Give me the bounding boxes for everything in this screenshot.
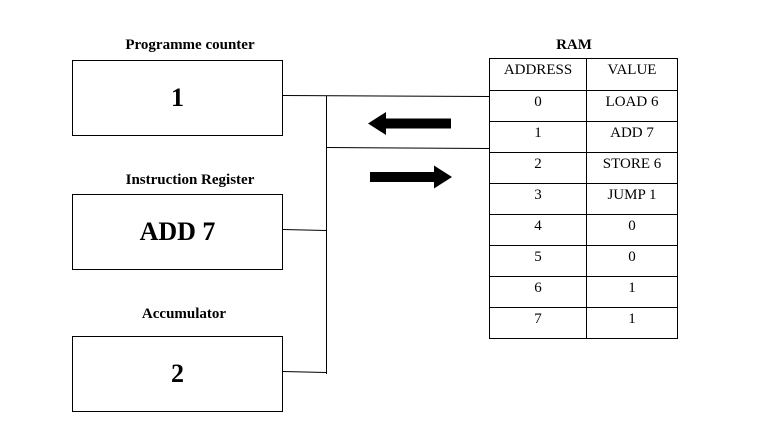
ram-address-cell: 3 — [489, 183, 587, 215]
value-column-header: VALUE — [586, 58, 678, 91]
accumulator-title: Accumulator — [141, 306, 227, 322]
programme-counter-box: 1 — [72, 60, 283, 136]
ram-address-cell: 1 — [489, 121, 587, 153]
accumulator-box: 2 — [72, 336, 283, 412]
programme-counter-title: Programme counter — [125, 37, 255, 53]
ram-row: 1 ADD 7 — [489, 121, 678, 153]
ram-row: 0 LOAD 6 — [489, 90, 678, 122]
left-arrow-icon — [368, 112, 451, 135]
instruction-register-value: ADD 7 — [139, 217, 216, 246]
ram-value-cell: 1 — [586, 276, 678, 308]
ram-value-cell: ADD 7 — [586, 121, 678, 153]
ram-title: RAM — [556, 37, 592, 53]
ram-address-cell: 4 — [489, 214, 587, 246]
ram-row: 3 JUMP 1 — [489, 183, 678, 215]
ram-address-cell: 2 — [489, 152, 587, 184]
ram-value-cell: 0 — [586, 214, 678, 246]
ram-row: 2 STORE 6 — [489, 152, 678, 184]
ir-to-bus-line — [282, 229, 327, 231]
accumulator-value: 2 — [171, 359, 184, 388]
ram-value-cell: LOAD 6 — [586, 90, 678, 122]
instruction-register-title: Instruction Register — [125, 172, 255, 188]
ram-row: 7 1 — [489, 307, 678, 339]
ram-value-cell: 1 — [586, 307, 678, 339]
ram-row: 6 1 — [489, 276, 678, 308]
pc-to-ram-line — [282, 95, 490, 97]
ram-row: 4 0 — [489, 214, 678, 246]
address-column-header: ADDRESS — [489, 58, 587, 91]
instruction-register-box: ADD 7 — [72, 194, 283, 270]
right-arrow-icon — [370, 165, 452, 189]
ram-address-cell: 6 — [489, 276, 587, 308]
ram-header-row: ADDRESS VALUE — [489, 58, 678, 91]
programme-counter-value: 1 — [171, 83, 184, 112]
acc-to-bus-line — [282, 371, 327, 373]
ram-address-cell: 0 — [489, 90, 587, 122]
ram-address-cell: 7 — [489, 307, 587, 339]
ram-value-cell: STORE 6 — [586, 152, 678, 184]
ram-value-cell: 0 — [586, 245, 678, 277]
bus-to-ram-line — [325, 147, 490, 149]
ram-value-cell: JUMP 1 — [586, 183, 678, 215]
ram-row: 5 0 — [489, 245, 678, 277]
ram-address-cell: 5 — [489, 245, 587, 277]
ram-table: ADDRESS VALUE 0 LOAD 6 1 ADD 7 2 STORE 6… — [489, 58, 678, 339]
